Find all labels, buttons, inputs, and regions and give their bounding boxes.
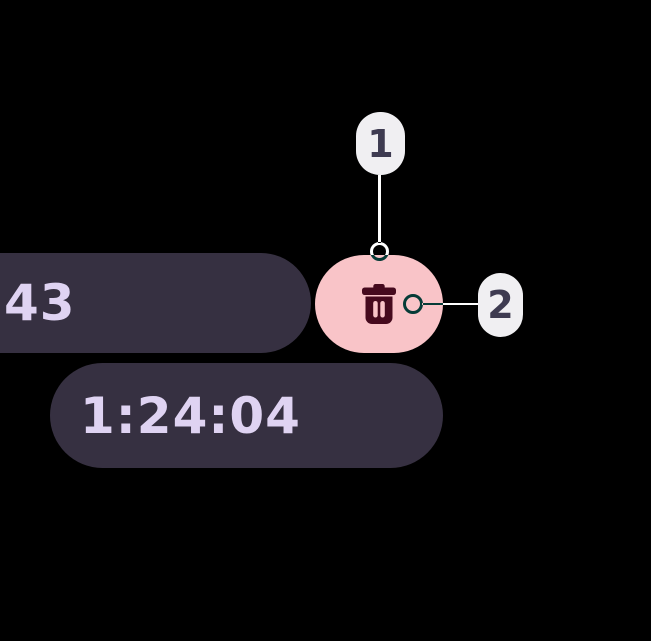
callout-2-label: 2 [487, 283, 514, 327]
trash-icon [362, 284, 396, 324]
elapsed-time-pill: 1:24:04 [50, 363, 443, 468]
stopwatch-time-pill-partial: 43 [0, 253, 311, 353]
elapsed-time: 1:24:04 [80, 386, 301, 445]
stopwatch-time-fragment: 43 [4, 274, 76, 332]
callout-1-anchor-ring [370, 242, 389, 261]
callout-1-connector-line [378, 175, 381, 243]
callout-2-anchor-ring [403, 294, 423, 314]
callout-2-badge: 2 [478, 273, 523, 337]
callout-1-badge: 1 [356, 112, 405, 175]
callout-2-connector-line [422, 302, 478, 305]
callout-1-label: 1 [367, 121, 394, 166]
